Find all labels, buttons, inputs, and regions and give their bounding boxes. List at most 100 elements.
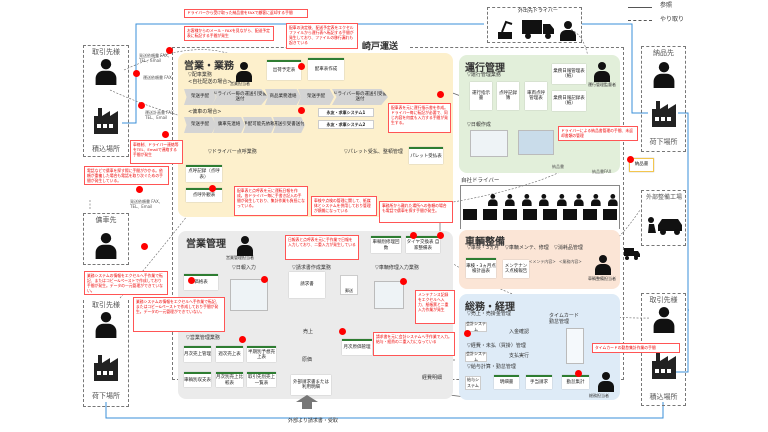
op-daily-record-doc: 業務日報記録表（紙） — [552, 91, 586, 111]
ops-section: ▽運行管理業務 — [467, 72, 501, 78]
driver-icon — [522, 194, 532, 206]
charter-title: 傭車先 — [95, 216, 117, 224]
roll-call-doc: 点呼記録（点呼表） — [186, 165, 222, 182]
charter-box: 傭車先 — [83, 213, 129, 265]
sales-staff-label: 営業担当者 — [230, 81, 250, 86]
client-top-person-icon — [95, 59, 117, 85]
client-top-place: 積込場所 — [92, 145, 120, 153]
issue-note: 業務システムの情報をエクセルへ手作業で転記、またはコピー&ペーストで作成しており… — [84, 271, 168, 295]
company-top-border — [172, 47, 358, 48]
dispatch-section: ▽配車業務 — [188, 72, 212, 78]
legend-exchange-label: やり取り — [660, 16, 685, 23]
weekly-sales-doc: 週次売上表 — [216, 346, 243, 362]
pallet-section: ▽パレット受払、整頓管理 — [344, 149, 403, 155]
maint-inspect-section: ▽車検・3ヵ月 — [467, 245, 500, 251]
receipt-doc: 納品書 — [629, 158, 654, 172]
garage-box: 外部整備工場 — [641, 190, 686, 246]
issue-note: 請求書を元に会計システムへ手作業で入力。給与・経費の二重入力になっている — [373, 332, 455, 356]
issue-marker — [575, 370, 582, 377]
issue-marker — [188, 277, 195, 284]
matching-system-2: 永友・求車システム2 — [318, 120, 374, 129]
maintenance-report-doc: メンテナンス点検報告 — [503, 260, 529, 278]
maint-repair-section: ▽車輌メンテ、修理 — [505, 245, 549, 251]
cost-flow-label: 原価 — [302, 357, 313, 363]
ops-staff-label: 運行管理監督者 — [588, 82, 616, 87]
driver-icon — [505, 194, 515, 206]
issue-marker — [437, 91, 444, 98]
flow-charter-3: 手配可能先依頼 — [243, 117, 275, 133]
payroll-section: ▽給与計算・勤怠管理 — [467, 364, 516, 370]
vehicle-balance-doc: 車輌別収支表 — [184, 372, 211, 387]
client-bottom-person-icon — [95, 312, 117, 338]
sales-flow-label: 売上 — [303, 329, 314, 335]
maint-region: 車輌整備 ▽車検・3ヵ月 ▽車輌メンテ、修理 ▽消耗品管理 <メンテ内容> <業… — [459, 230, 620, 289]
payment-exec-label: 支払実行 — [509, 353, 530, 359]
driver-icons-row — [486, 190, 618, 206]
own-drivers-title: 自社ドライバー — [461, 178, 500, 185]
legend-dashed-line — [628, 20, 652, 21]
issue-note: 電話などで傭車を探す際に手間がかかる。依頼が重複した場合も電話を取り次ぐための手… — [84, 166, 169, 185]
daily-report-screen — [470, 130, 508, 157]
vehicle-input-screen — [374, 281, 404, 309]
accounting-system-2: 会計システム — [465, 351, 487, 362]
fax-label-4: 発送依頼書 FAX、TEL、Email — [130, 199, 163, 209]
timecard-label: タイムカード 勤怠管理 — [549, 313, 579, 325]
factory-icon — [94, 355, 118, 381]
client-right-person-icon — [653, 307, 675, 333]
maint-supplies-section: ▽消耗品管理 — [554, 245, 583, 251]
allowance-doc: 手当請求 — [526, 375, 552, 389]
op-daily-paper-doc: 業務日報管理表（紙） — [552, 64, 586, 84]
issue-marker — [261, 276, 268, 283]
flow-own-3: 商品業務連絡 — [265, 89, 301, 105]
charter-case-label: <傭車の場合> — [188, 109, 222, 115]
maint-staff-label: 車輌整備担当者 — [588, 276, 616, 281]
acct-staff-label: 総務担当者 — [589, 393, 609, 398]
matching-system-1: 永友・求車システム1 — [318, 108, 374, 117]
issue-marker — [464, 330, 471, 337]
car-repair-icon — [648, 217, 682, 235]
issue-note: 事務所から離れた場所への依頼の場合も電話で傭車を探す手間が発生。 — [379, 201, 453, 223]
alcohol-check-doc: 点呼外観表 — [186, 188, 222, 202]
inspection-plan-doc: 車検・3ヵ月点検計画表 — [466, 258, 496, 278]
issue-note: お客様からのメール・FAXを見ながら、配送予定表に転記する手間が発生 — [184, 26, 274, 41]
fax-label-3: 運送計画書 FAX、TEL、Email — [145, 110, 178, 120]
receipt-fax-label: 納品書FAX — [592, 169, 612, 174]
receivables-section: ▽売上・売掛金管理 — [467, 311, 511, 317]
fax-label-2: 運送依頼書 FAX — [143, 75, 172, 80]
issue-note: 配車表と点呼表を元に運転日報を作成。各ドライバー毎に手書き記入の手間が発生してお… — [234, 186, 308, 216]
mgmt-staff-label: 営業管理担当者 — [226, 255, 254, 260]
factory-icon — [652, 353, 676, 379]
sales-title: 営業・業務 — [184, 61, 234, 72]
delivery-person-icon — [653, 62, 675, 88]
issue-marker — [133, 70, 140, 77]
payroll-system: 給与システム — [465, 376, 481, 390]
driver-icon — [488, 194, 498, 206]
outside-invoice-label: 外部より請求書・受取 — [288, 418, 338, 425]
mgmt-title: 営業管理 — [186, 239, 226, 250]
client-right-place: 積込場所 — [649, 393, 678, 401]
acct-staff-icon — [598, 372, 614, 392]
sales-staff-icon — [236, 62, 252, 82]
issue-note: メンテナンス記録をエクセルへ入力、紙帳票と二重入力作業が発生 — [415, 290, 455, 324]
issue-marker — [141, 243, 148, 250]
factory-icon — [652, 101, 676, 127]
daily-report-section: ▽日報作成 — [467, 122, 491, 128]
tire-exchange-doc: タイヤ交換表 自家整備表 — [406, 236, 440, 253]
issue-note: タイムカードの勤怠集計作業の手間 — [592, 343, 680, 353]
client-top-box: 取引先様 積込場所 — [83, 45, 129, 157]
fleet-trucks-icon — [463, 209, 617, 220]
outside-invoice-doc: 外部請求書または利用明細 — [291, 375, 331, 395]
flow-own-5: ドライバー毎の運送引受書送付 — [332, 89, 388, 105]
issue-marker — [239, 336, 246, 343]
issue-marker — [298, 63, 305, 70]
issue-marker — [410, 232, 417, 239]
monthly-compare-doc: 月次別売上比較表 — [216, 372, 243, 387]
vehicle-input-section: ▽車輌修理入力業務 — [375, 265, 419, 271]
daily-input-screen — [230, 279, 268, 311]
own-drivers-box: 自社ドライバー — [460, 178, 620, 229]
issue-marker — [298, 107, 305, 114]
legend-ref-label: 参照 — [660, 2, 673, 9]
issue-marker — [162, 131, 169, 138]
maint-staff-icon — [595, 255, 611, 275]
forklift-icon — [498, 20, 513, 39]
